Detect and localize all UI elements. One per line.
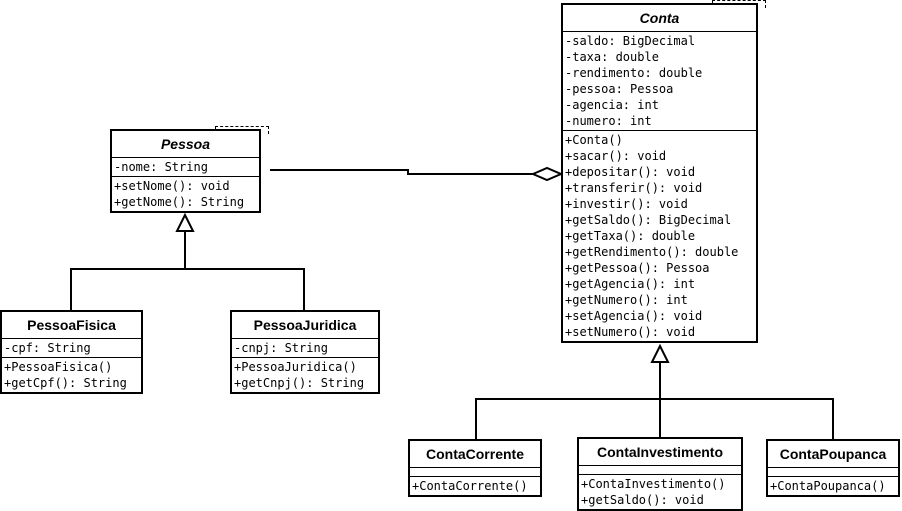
methods-pessoajuridica: +PessoaJuridica() +getCnpj(): String (232, 358, 378, 392)
method: +sacar(): void (565, 149, 667, 163)
edge-pessoa-to-conta (270, 169, 533, 175)
aggregation-pessoa-conta (270, 166, 564, 182)
method: +getNome(): String (114, 195, 245, 209)
inheritance-arrowhead-conta (650, 343, 670, 363)
attribute: -cpf: String (4, 341, 91, 355)
methods-contacorrente: +ContaCorrente() (410, 477, 540, 495)
attribute: -saldo: BigDecimal (565, 34, 696, 48)
methods-contapoupanca: +ContaPoupanca() (768, 477, 898, 495)
inheritance-arrowhead-pessoa (175, 212, 195, 232)
method: +getCpf(): String (4, 376, 127, 390)
method: +getSaldo(): void (581, 493, 704, 507)
method: +ContaCorrente() (412, 479, 528, 493)
method: +getAgencia(): int (565, 277, 696, 291)
class-contacorrente[interactable]: ContaCorrente +ContaCorrente() (408, 439, 542, 497)
attribute: -agencia: int (565, 98, 659, 112)
attributes-conta: -saldo: BigDecimal -taxa: double -rendim… (563, 32, 756, 131)
attributes-pessoafisica: -cpf: String (2, 339, 141, 358)
attributes-contacorrente (410, 468, 540, 477)
attributes-pessoajuridica: -cnpj: String (232, 339, 378, 358)
attribute: -pessoa: Pessoa (565, 82, 674, 96)
class-name-contapoupanca: ContaPoupanca (768, 441, 898, 468)
generalization-pessoa (70, 212, 305, 310)
method: +getPessoa(): Pessoa (565, 261, 710, 275)
method: +depositar(): void (565, 165, 696, 179)
class-contapoupanca[interactable]: ContaPoupanca +ContaPoupanca() (766, 439, 900, 497)
attribute: -numero: int (565, 114, 652, 128)
method: +investir(): void (565, 197, 688, 211)
edge-pessoafisica-to-pessoa (70, 268, 305, 310)
attributes-contapoupanca (768, 468, 898, 477)
attributes-pessoa: -nome: String (112, 158, 259, 177)
class-pessoajuridica[interactable]: PessoaJuridica -cnpj: String +PessoaJuri… (230, 310, 380, 394)
method: +setNome(): void (114, 179, 230, 193)
methods-pessoa: +setNome(): void +getNome(): String (112, 177, 259, 211)
class-conta[interactable]: Conta -saldo: BigDecimal -taxa: double -… (561, 3, 758, 343)
class-containvestimento[interactable]: ContaInvestimento +ContaInvestimento() +… (577, 437, 743, 511)
method: +PessoaJuridica() (234, 360, 357, 374)
method: +getSaldo(): BigDecimal (565, 213, 732, 227)
method: +ContaPoupanca() (770, 479, 886, 493)
aggregation-diamond (530, 166, 564, 182)
method: +PessoaFisica() (4, 360, 113, 374)
class-name-containvestimento: ContaInvestimento (579, 439, 741, 466)
method: +setNumero(): void (565, 325, 696, 339)
methods-conta: +Conta() +sacar(): void +depositar(): vo… (563, 131, 756, 341)
class-name-pessoajuridica: PessoaJuridica (232, 312, 378, 339)
method: +ContaInvestimento() (581, 477, 726, 491)
class-name-contacorrente: ContaCorrente (410, 441, 540, 468)
method: +transferir(): void (565, 181, 703, 195)
class-name-pessoafisica: PessoaFisica (2, 312, 141, 339)
attribute: -nome: String (114, 160, 208, 174)
generalization-conta (475, 343, 834, 439)
class-name-conta: Conta (563, 5, 756, 32)
class-name-pessoa: Pessoa (112, 131, 259, 158)
class-pessoa[interactable]: Pessoa -nome: String +setNome(): void +g… (110, 129, 261, 213)
edge-children-to-conta (475, 398, 834, 439)
attribute: -rendimento: double (565, 66, 703, 80)
attributes-containvestimento (579, 466, 741, 475)
method: +getTaxa(): double (565, 229, 696, 243)
method: +Conta() (565, 133, 623, 147)
attribute: -cnpj: String (234, 341, 328, 355)
method: +getRendimento(): double (565, 245, 739, 259)
class-pessoafisica[interactable]: PessoaFisica -cpf: String +PessoaFisica(… (0, 310, 143, 394)
methods-containvestimento: +ContaInvestimento() +getSaldo(): void (579, 475, 741, 509)
method: +setAgencia(): void (565, 309, 703, 323)
methods-pessoafisica: +PessoaFisica() +getCpf(): String (2, 358, 141, 392)
method: +getNumero(): int (565, 293, 688, 307)
attribute: -taxa: double (565, 50, 659, 64)
method: +getCnpj(): String (234, 376, 365, 390)
